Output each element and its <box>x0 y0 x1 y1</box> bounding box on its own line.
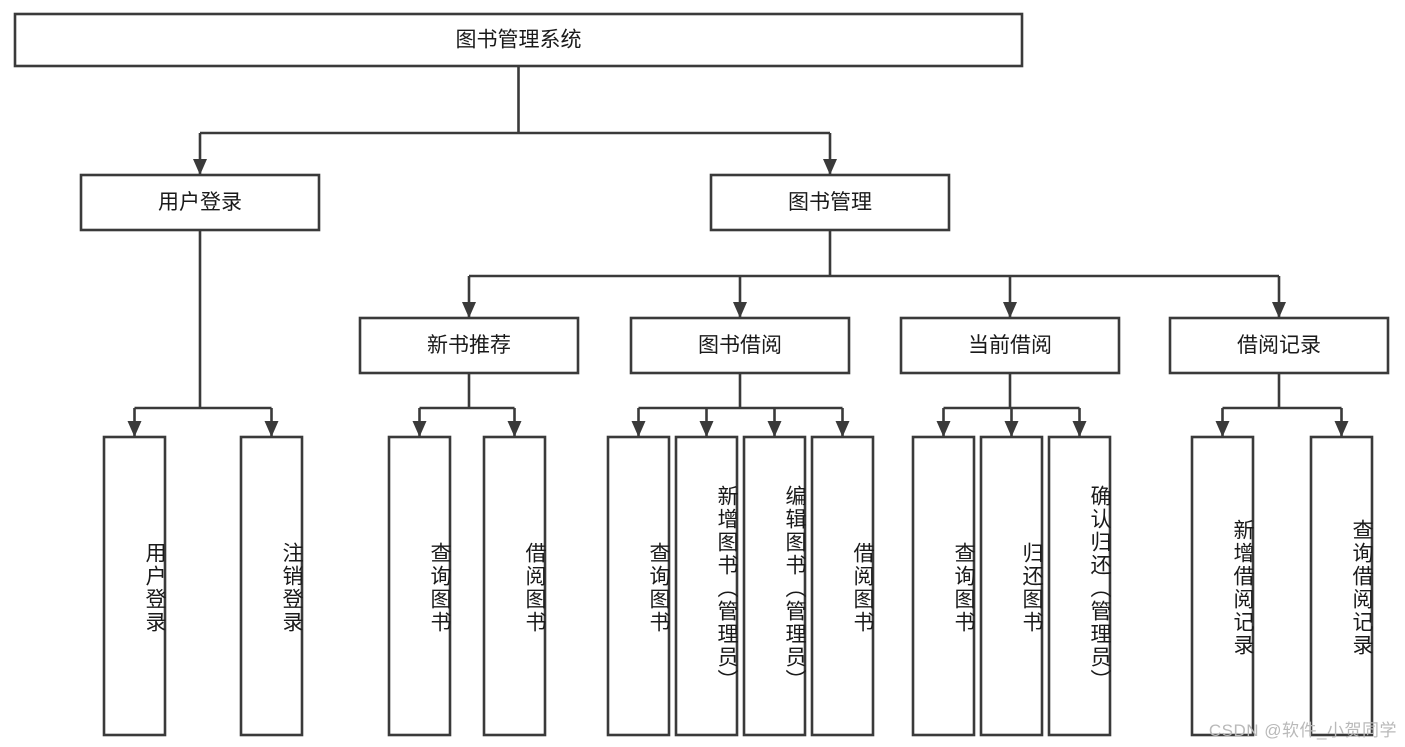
arrow-head-icon <box>1003 302 1017 318</box>
node-box-book-management[interactable] <box>709 173 951 232</box>
arrow-head-icon <box>1272 302 1286 318</box>
arrow-head-icon <box>507 421 522 437</box>
arrow-head-icon <box>823 159 837 175</box>
node-box-leaf-borrow-book-recommend[interactable] <box>482 435 547 737</box>
node-box-leaf-query-book-current[interactable] <box>911 435 976 737</box>
node-box-leaf-query-borrow-record[interactable] <box>1309 435 1374 737</box>
node-label-book-borrow: 图书借阅 <box>698 334 782 357</box>
node-label-current-borrow: 当前借阅 <box>968 334 1052 357</box>
node-box-leaf-add-book-admin[interactable] <box>674 435 739 737</box>
boxes-layer <box>13 12 1390 737</box>
node-label-user-login: 用户登录 <box>158 191 242 214</box>
arrow-head-icon <box>767 421 782 437</box>
arrow-head-icon <box>936 421 951 437</box>
arrow-head-icon <box>835 421 850 437</box>
node-box-leaf-user-logout[interactable] <box>239 435 304 737</box>
node-box-user-login[interactable] <box>79 173 321 232</box>
connectors-layer <box>127 66 1349 437</box>
arrow-head-icon <box>733 302 747 318</box>
node-box-current-borrow[interactable] <box>899 316 1121 375</box>
arrow-head-icon <box>1334 421 1349 437</box>
arrow-head-icon <box>193 159 207 175</box>
node-box-leaf-add-borrow-record[interactable] <box>1190 435 1255 737</box>
arrow-head-icon <box>1004 421 1019 437</box>
node-box-leaf-user-login[interactable] <box>102 435 167 737</box>
node-box-leaf-borrow-book[interactable] <box>810 435 875 737</box>
arrow-head-icon <box>1215 421 1230 437</box>
node-label-borrow-record: 借阅记录 <box>1237 334 1321 357</box>
node-box-leaf-edit-book-admin[interactable] <box>742 435 807 737</box>
node-box-leaf-query-book-borrow[interactable] <box>606 435 671 737</box>
arrow-head-icon <box>412 421 427 437</box>
node-label-new-book-recommend: 新书推荐 <box>427 334 511 357</box>
node-box-leaf-query-book-recommend[interactable] <box>387 435 452 737</box>
node-label-book-management: 图书管理 <box>788 191 872 214</box>
arrow-head-icon <box>264 421 279 437</box>
arrow-head-icon <box>699 421 714 437</box>
node-box-root[interactable] <box>13 12 1024 68</box>
node-box-new-book-recommend[interactable] <box>358 316 580 375</box>
node-box-leaf-return-book[interactable] <box>979 435 1044 737</box>
watermark-text: CSDN @软件_小贺同学 <box>1208 721 1397 740</box>
node-label-root: 图书管理系统 <box>456 29 582 52</box>
arrow-head-icon <box>462 302 476 318</box>
node-box-borrow-record[interactable] <box>1168 316 1390 375</box>
node-box-leaf-confirm-return-admin[interactable] <box>1047 435 1112 737</box>
arrow-head-icon <box>127 421 142 437</box>
node-box-book-borrow[interactable] <box>629 316 851 375</box>
arrow-head-icon <box>631 421 646 437</box>
arrow-head-icon <box>1072 421 1087 437</box>
